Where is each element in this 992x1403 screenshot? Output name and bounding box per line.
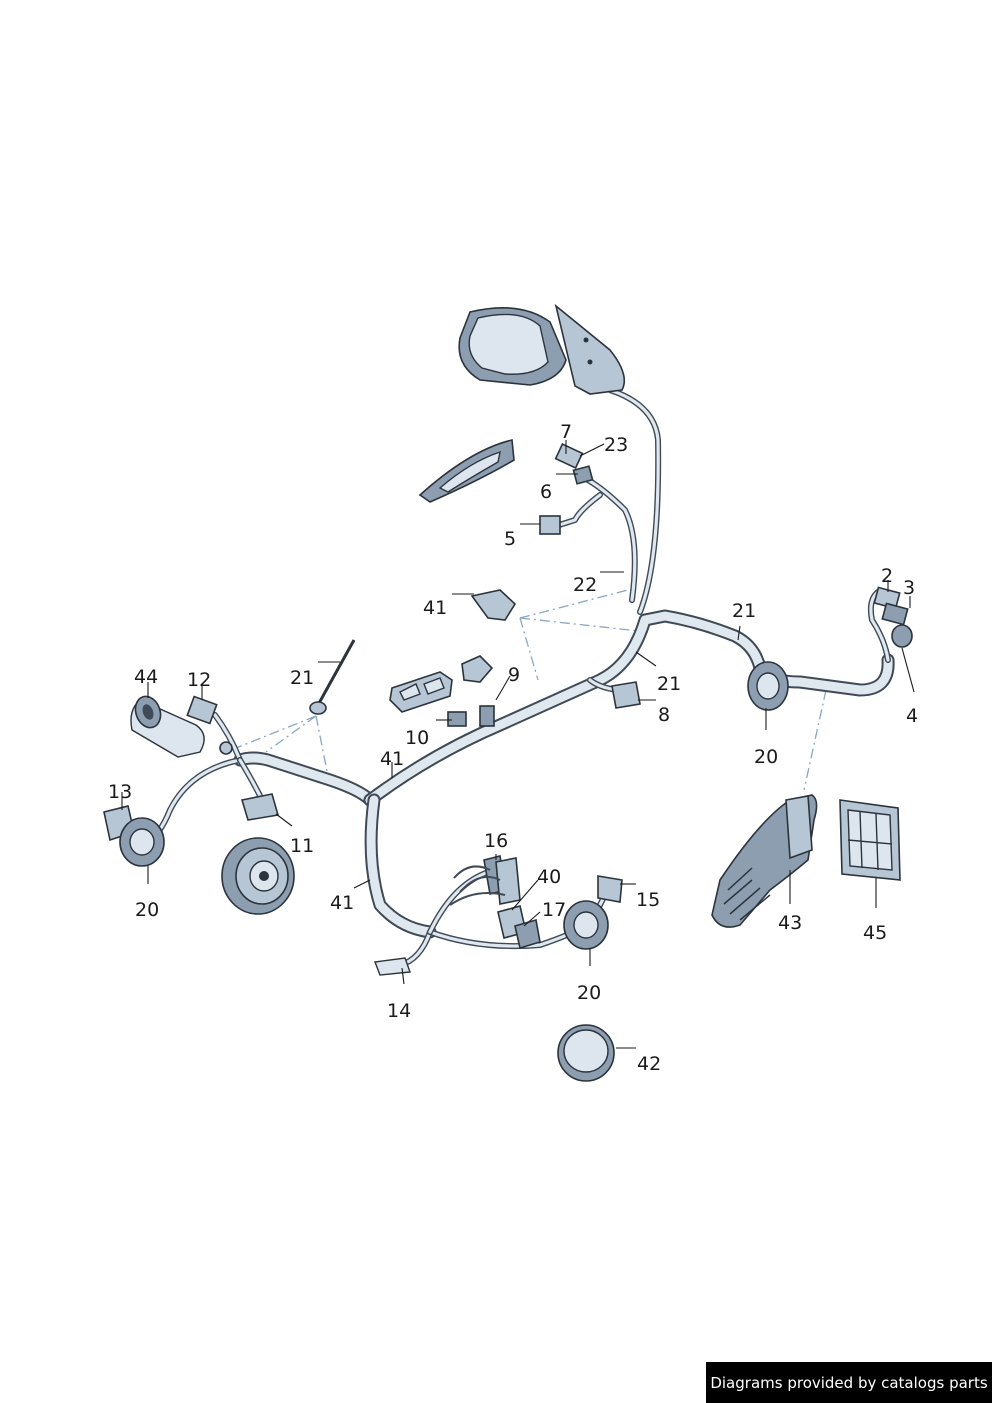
callout-5: 5 [504, 528, 516, 550]
rubber-boot [711, 794, 818, 928]
callout-9: 9 [508, 664, 520, 686]
callout-15: 15 [636, 889, 660, 911]
handle-bezel [418, 439, 515, 503]
callout-40: 40 [537, 866, 561, 888]
callout-2: 2 [881, 565, 893, 587]
callout-13: 13 [108, 781, 132, 803]
callout-14: 14 [387, 1000, 411, 1022]
main-harness [233, 609, 895, 939]
cap [557, 1024, 615, 1082]
foam-sleeve [130, 695, 205, 758]
assembly-lines [235, 589, 827, 791]
callout-43: 43 [778, 912, 802, 934]
callout-17: 17 [542, 899, 566, 921]
callout-44: 44 [134, 666, 158, 688]
callout-22: 22 [573, 574, 597, 596]
watermark-footer: Diagrams provided by catalogs parts [706, 1362, 992, 1403]
callout-42: 42 [637, 1053, 661, 1075]
grommets [119, 661, 789, 950]
callout-21-mid: 21 [657, 673, 681, 695]
clip-rod [309, 639, 356, 715]
callout-16: 16 [484, 830, 508, 852]
callout-41-top: 41 [423, 597, 447, 619]
callout-12: 12 [187, 669, 211, 691]
exterior-mirror [458, 303, 626, 395]
clip-holders [389, 655, 495, 727]
connectors-lower [374, 855, 623, 976]
callout-41-mid: 41 [380, 748, 404, 770]
callout-8: 8 [658, 704, 670, 726]
callout-11: 11 [290, 835, 314, 857]
callout-41-bottom: 41 [330, 892, 354, 914]
leader-lines [121, 440, 915, 1049]
callout-20-left: 20 [135, 899, 159, 921]
callout-3: 3 [903, 577, 915, 599]
callout-6: 6 [540, 481, 552, 503]
connectors-left [103, 695, 280, 842]
watermark-text: Diagrams provided by catalogs parts [710, 1373, 988, 1392]
callout-21-rod: 21 [290, 667, 314, 689]
speaker [221, 837, 295, 915]
callout-21-right: 21 [732, 600, 756, 622]
connectors-right [611, 586, 913, 709]
callout-20-bottom: 20 [577, 982, 601, 1004]
callout-20-right: 20 [754, 746, 778, 768]
callout-10: 10 [405, 727, 429, 749]
callout-4: 4 [906, 705, 918, 727]
connectors-upper [470, 443, 594, 621]
callout-23: 23 [604, 434, 628, 456]
connector-housing [839, 799, 901, 881]
callout-labels: 2 3 4 5 6 7 8 9 10 11 12 13 14 15 16 17 … [108, 421, 918, 1075]
callout-7: 7 [560, 421, 572, 443]
callout-45: 45 [863, 922, 887, 944]
